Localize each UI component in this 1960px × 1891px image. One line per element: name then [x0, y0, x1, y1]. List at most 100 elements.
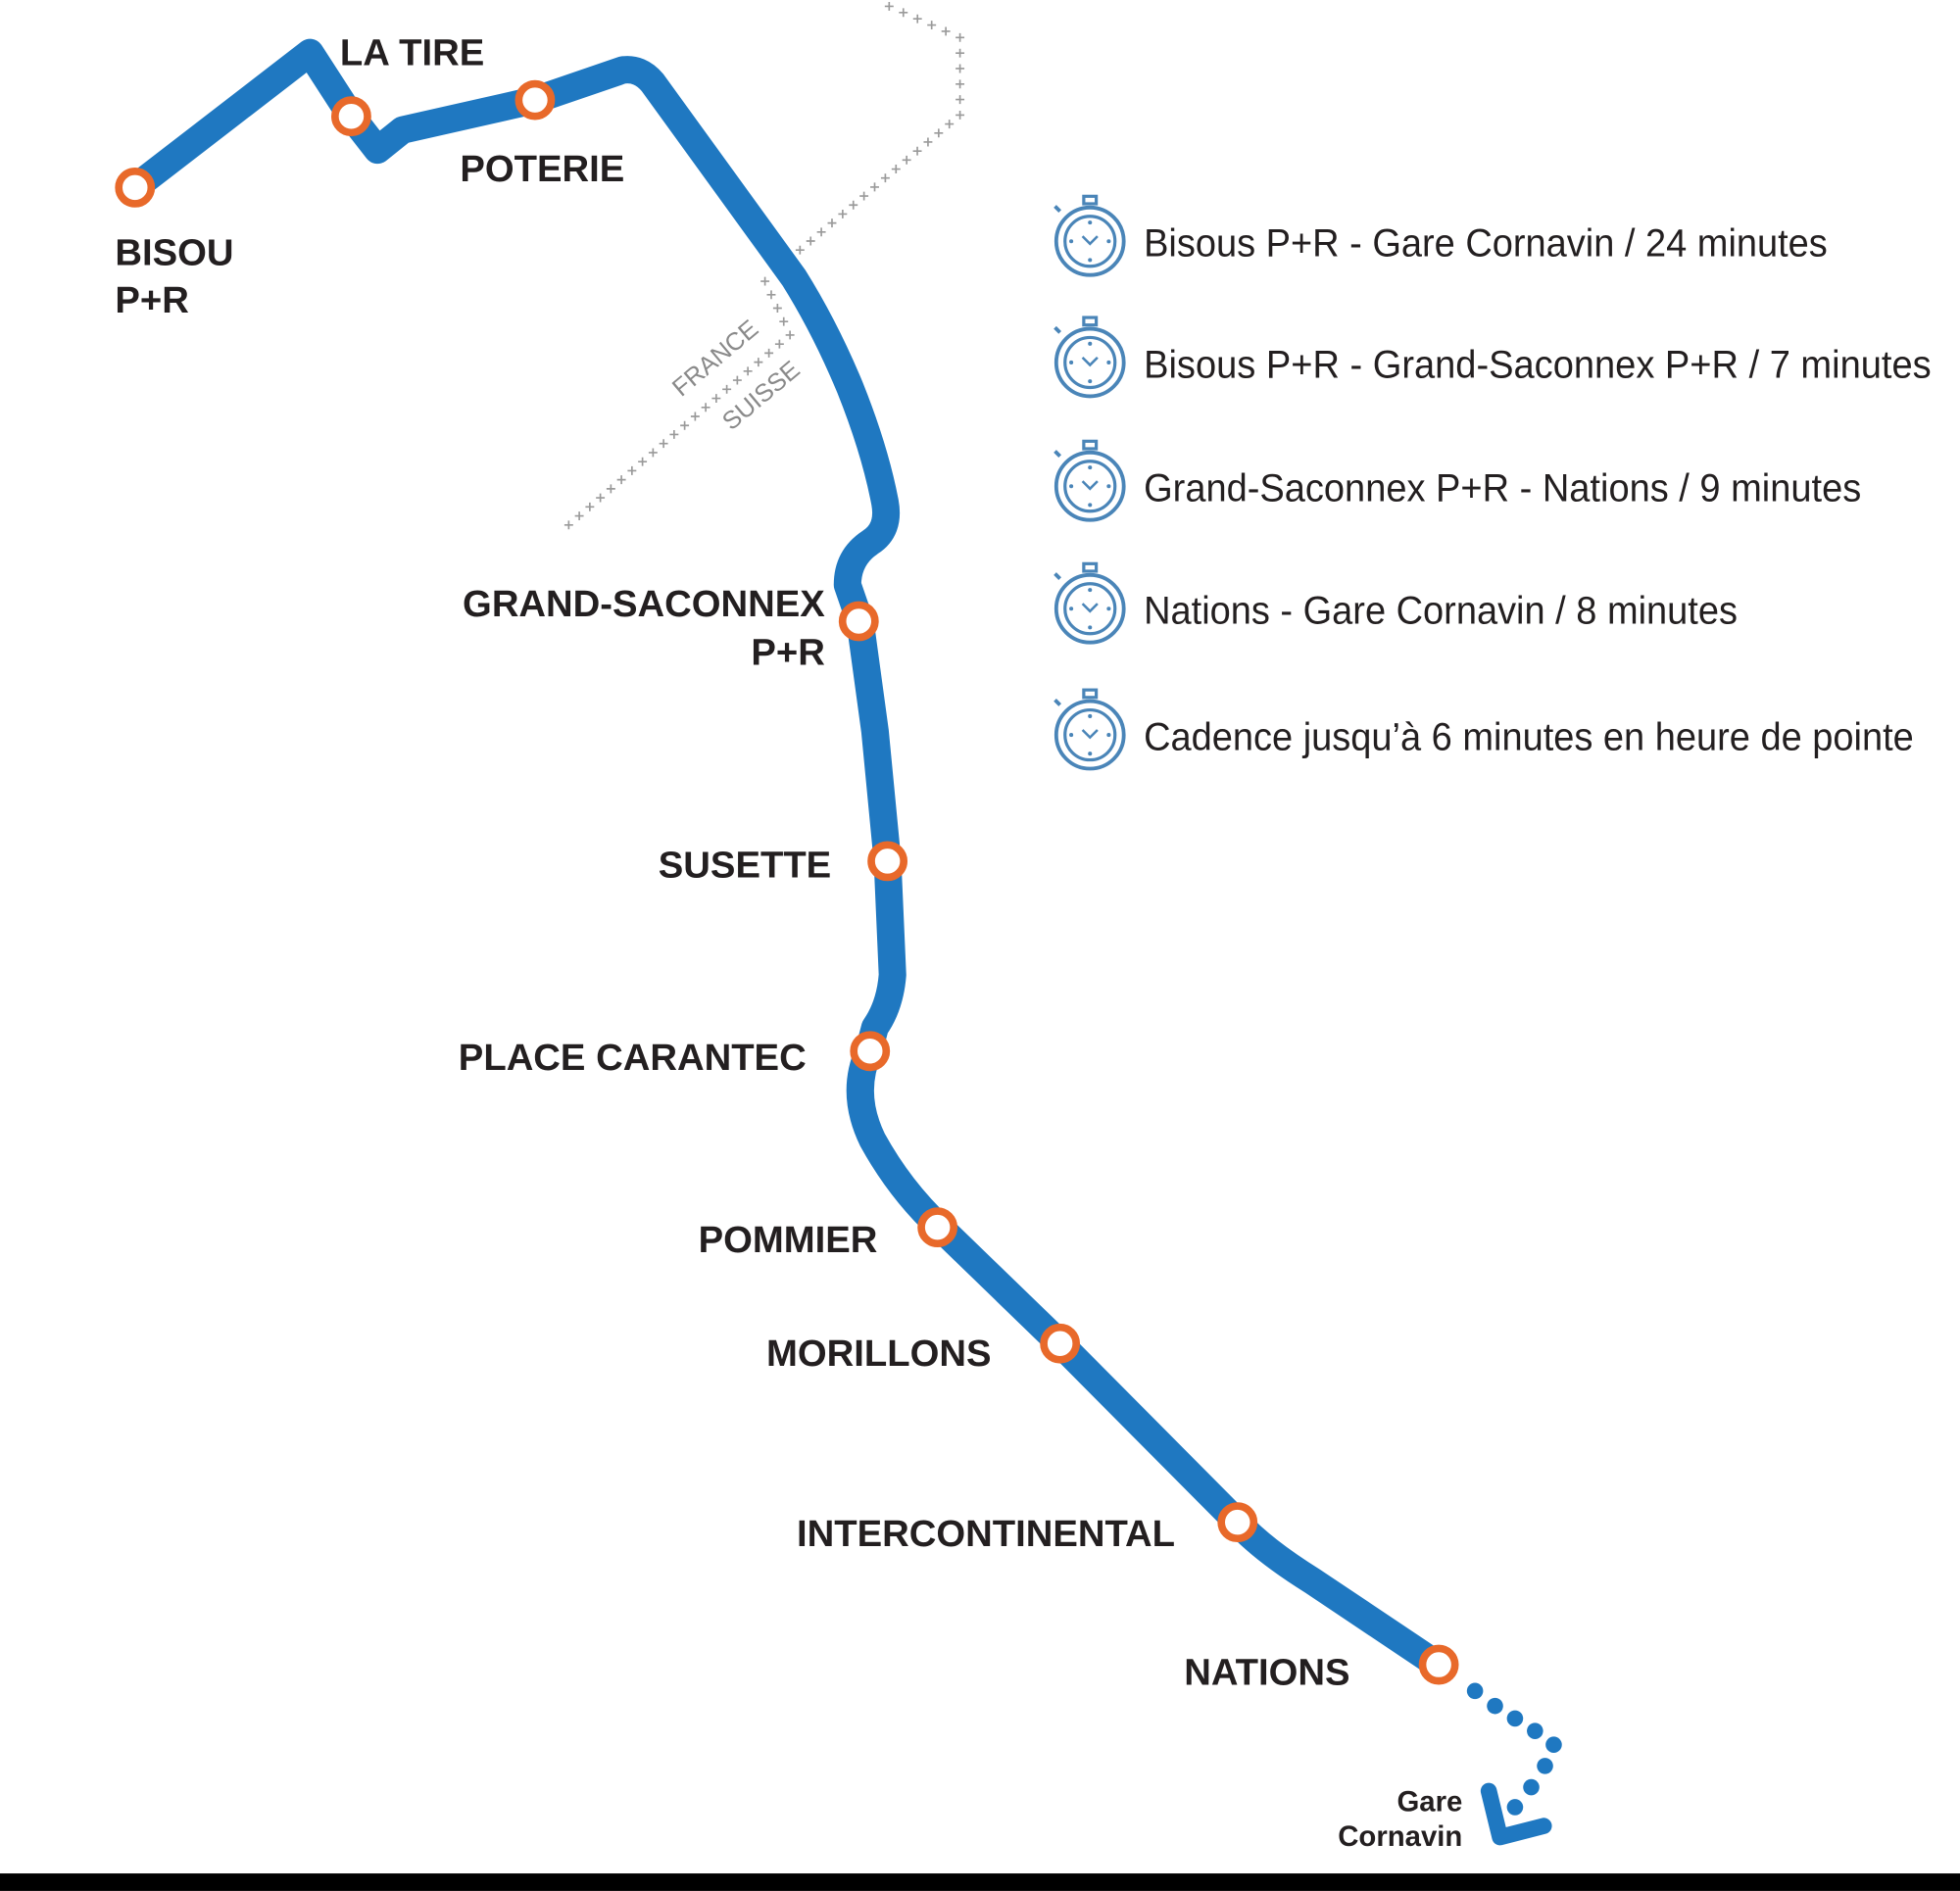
border-cross	[956, 32, 965, 42]
station-marker-place-carantec[interactable]	[850, 1031, 891, 1072]
border-cross	[927, 21, 937, 30]
border-cross	[722, 384, 732, 394]
extension-dot	[1527, 1722, 1544, 1739]
station-marker-susette[interactable]	[867, 841, 908, 882]
legend-text: Grand-Saconnex P+R - Nations / 9 minutes	[1144, 467, 1861, 510]
border-cross	[616, 475, 626, 485]
border-cross	[764, 348, 774, 358]
extension-dot	[1506, 1710, 1524, 1727]
travel-time-legend: Bisous P+R - Gare Cornavin / 24 minutes …	[1054, 194, 1932, 771]
stopwatch-icon	[1054, 561, 1126, 645]
border-cross	[760, 276, 770, 286]
station-label-pommier: POMMIER	[699, 1219, 878, 1261]
border-cross	[606, 484, 615, 494]
extension-dot	[1523, 1778, 1540, 1796]
stopwatch-icon	[1054, 439, 1126, 522]
legend-text: Bisous P+R - Grand-Saconnex P+R / 7 minu…	[1144, 343, 1932, 386]
extension-dot	[1487, 1697, 1503, 1715]
border-cross	[934, 128, 944, 138]
border-cross	[564, 520, 573, 530]
legend-item: Bisous P+R - Grand-Saconnex P+R / 7 minu…	[1054, 315, 1932, 399]
station-label-bisou: BISOU	[115, 231, 233, 273]
station-label-bisou-pr: P+R	[115, 279, 188, 321]
tram-line-route	[126, 38, 1446, 1676]
station-marker-morillons[interactable]	[1040, 1323, 1081, 1364]
border-cross	[627, 465, 637, 475]
stopwatch-icon	[1054, 688, 1126, 771]
extension-dot	[1545, 1736, 1562, 1753]
border-cross	[743, 366, 753, 376]
border-cross	[690, 412, 700, 421]
border-cross	[859, 191, 869, 201]
stopwatch-icon	[1054, 194, 1126, 277]
border-cross	[772, 304, 782, 313]
border-cross	[827, 218, 837, 228]
border-cross	[585, 502, 595, 511]
border-cross	[945, 120, 955, 129]
station-label-intercontinental: INTERCONTINENTAL	[797, 1513, 1175, 1555]
border-cross	[806, 236, 815, 246]
border-cross	[816, 227, 826, 237]
station-label-grand-saconnex: GRAND-SACONNEX	[463, 583, 825, 625]
border-cross	[880, 173, 890, 183]
border-cross	[923, 137, 933, 147]
extension-dot	[1466, 1682, 1484, 1700]
stopwatch-icon	[1054, 315, 1126, 399]
station-label-place-carantec: PLACE CARANTEC	[459, 1037, 807, 1079]
france-switzerland-border	[564, 1, 965, 530]
legend-item: Nations - Gare Cornavin / 8 minutes	[1054, 561, 1738, 645]
station-marker-pommier[interactable]	[917, 1207, 958, 1248]
border-cross	[849, 200, 858, 210]
border-cross	[902, 155, 911, 165]
border-cross	[785, 330, 795, 340]
legend-item: Grand-Saconnex P+R - Nations / 9 minutes	[1054, 439, 1861, 522]
station-label-la-tire: LA TIRE	[340, 31, 484, 73]
legend-text: Nations - Gare Cornavin / 8 minutes	[1144, 590, 1738, 633]
border-cross	[766, 290, 776, 300]
station-label-nations: NATIONS	[1184, 1651, 1349, 1693]
border-cross	[899, 8, 908, 18]
border-cross	[884, 1, 894, 11]
border-cross	[779, 316, 789, 326]
border-cross	[701, 403, 710, 412]
border-cross	[956, 95, 965, 105]
border-cross	[956, 64, 965, 73]
border-cross	[732, 375, 742, 385]
station-label-grand-saconnex-pr: P+R	[751, 632, 824, 674]
border-cross	[711, 394, 721, 404]
extension-dot	[1537, 1758, 1553, 1774]
border-cross	[669, 430, 679, 439]
bottom-black-bar	[0, 1873, 1960, 1891]
station-marker-poterie[interactable]	[514, 79, 556, 121]
station-marker-grand-saconnex[interactable]	[838, 601, 879, 642]
legend-text: Cadence jusqu’à 6 minutes en heure de po…	[1144, 715, 1914, 758]
border-cross	[838, 209, 848, 218]
station-label-poterie: POTERIE	[460, 148, 624, 190]
station-label-morillons: MORILLONS	[766, 1333, 991, 1375]
border-cross	[912, 14, 922, 24]
legend-item: Bisous P+R - Gare Cornavin / 24 minutes	[1054, 194, 1828, 277]
station-marker-nations[interactable]	[1418, 1644, 1459, 1685]
stations	[115, 79, 1459, 1685]
station-label-susette: SUSETTE	[659, 844, 831, 886]
border-cross	[891, 165, 901, 173]
border-cross	[956, 110, 965, 120]
border-cross	[638, 457, 648, 466]
station-marker-intercontinental[interactable]	[1217, 1502, 1258, 1543]
border-cross	[574, 511, 584, 521]
legend-item: Cadence jusqu’à 6 minutes en heure de po…	[1054, 688, 1914, 771]
extension-dot	[1506, 1799, 1524, 1816]
station-marker-la-tire[interactable]	[331, 96, 371, 137]
terminus-arrow-icon	[1480, 1782, 1552, 1846]
terminus-label-gare: Gare	[1396, 1785, 1462, 1818]
border-cross	[795, 245, 805, 255]
border-cross	[870, 182, 879, 192]
terminus-label-cornavin: Cornavin	[1338, 1820, 1462, 1853]
legend-text: Bisous P+R - Gare Cornavin / 24 minutes	[1144, 222, 1828, 266]
border-label-suisse: SUISSE	[717, 356, 806, 436]
station-marker-bisou[interactable]	[115, 167, 156, 208]
border-cross	[956, 48, 965, 58]
extension-to-gare-cornavin	[1466, 1682, 1562, 1816]
border-cross	[596, 493, 606, 503]
